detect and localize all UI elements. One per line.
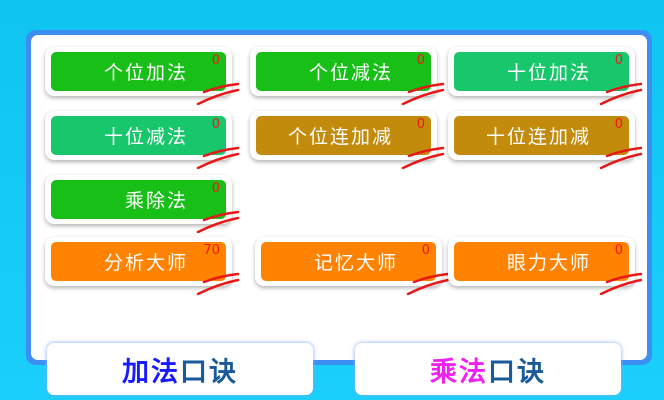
game-tile-face: 个位连加减 <box>256 116 431 155</box>
game-tile-label: 个位减法 <box>308 62 393 84</box>
game-tile[interactable]: 十位加法 0 <box>448 47 643 106</box>
score-value: 0 <box>614 243 623 258</box>
game-tile-face: 十位减法 <box>51 116 226 155</box>
game-tile[interactable]: 分析大师 70 <box>45 237 240 296</box>
score-value: 70 <box>203 243 220 258</box>
score-underline-icon <box>599 82 643 106</box>
game-tile-label: 分析大师 <box>103 252 188 274</box>
score-underline-icon <box>599 146 643 170</box>
score-value: 0 <box>416 117 425 132</box>
game-tile-label: 十位减法 <box>103 126 188 148</box>
game-tile-face: 十位连加减 <box>454 116 629 155</box>
score-value: 0 <box>614 53 623 68</box>
game-tile-label: 记忆大师 <box>313 252 398 274</box>
score-underline-icon <box>196 272 240 296</box>
multiplication-rhyme-label-2: 口诀 <box>488 356 546 388</box>
multiplication-rhyme-label-1: 乘法 <box>430 356 488 388</box>
game-tile-face: 分析大师 <box>51 242 226 281</box>
score-value: 0 <box>614 117 623 132</box>
game-tile-label: 个位加法 <box>103 62 188 84</box>
score-underline-icon <box>599 272 643 296</box>
game-tile-label: 十位连加减 <box>485 126 591 148</box>
addition-rhyme-label-1: 加法 <box>122 356 180 388</box>
game-tile-label: 眼力大师 <box>506 252 591 274</box>
score-underline-icon <box>196 82 240 106</box>
menu-panel-inner: 个位加法 0 个位减法 0 十位加法 0 十位减法 0 个位连加减 0 十位连加… <box>31 35 647 360</box>
game-tile-face: 十位加法 <box>454 52 629 91</box>
game-tile[interactable]: 十位减法 0 <box>45 111 240 170</box>
addition-rhyme-button[interactable]: 加法口诀 <box>47 343 313 395</box>
game-tile-face: 乘除法 <box>51 180 226 219</box>
score-value: 0 <box>211 117 220 132</box>
game-tile[interactable]: 十位连加减 0 <box>448 111 643 170</box>
score-underline-icon <box>196 210 240 234</box>
game-tile[interactable]: 乘除法 0 <box>45 175 240 234</box>
game-tile-face: 个位加法 <box>51 52 226 91</box>
game-tile-face: 记忆大师 <box>261 242 436 281</box>
addition-rhyme-label-2: 口诀 <box>180 356 238 388</box>
game-tile-label: 十位加法 <box>506 62 591 84</box>
score-value: 0 <box>421 243 430 258</box>
menu-panel: 个位加法 0 个位减法 0 十位加法 0 十位减法 0 个位连加减 0 十位连加… <box>26 30 652 365</box>
game-tile[interactable]: 个位减法 0 <box>250 47 445 106</box>
game-tile-face: 眼力大师 <box>454 242 629 281</box>
game-tile[interactable]: 眼力大师 0 <box>448 237 643 296</box>
score-underline-icon <box>401 146 445 170</box>
score-value: 0 <box>416 53 425 68</box>
score-underline-icon <box>401 82 445 106</box>
game-tile-label: 乘除法 <box>124 190 188 212</box>
game-tile[interactable]: 个位连加减 0 <box>250 111 445 170</box>
score-value: 0 <box>211 53 220 68</box>
score-underline-icon <box>406 272 450 296</box>
game-tile[interactable]: 个位加法 0 <box>45 47 240 106</box>
score-value: 0 <box>211 181 220 196</box>
game-tile-label: 个位连加减 <box>287 126 393 148</box>
game-tile[interactable]: 记忆大师 0 <box>255 237 450 296</box>
game-tile-face: 个位减法 <box>256 52 431 91</box>
multiplication-rhyme-button[interactable]: 乘法口诀 <box>355 343 621 395</box>
score-underline-icon <box>196 146 240 170</box>
